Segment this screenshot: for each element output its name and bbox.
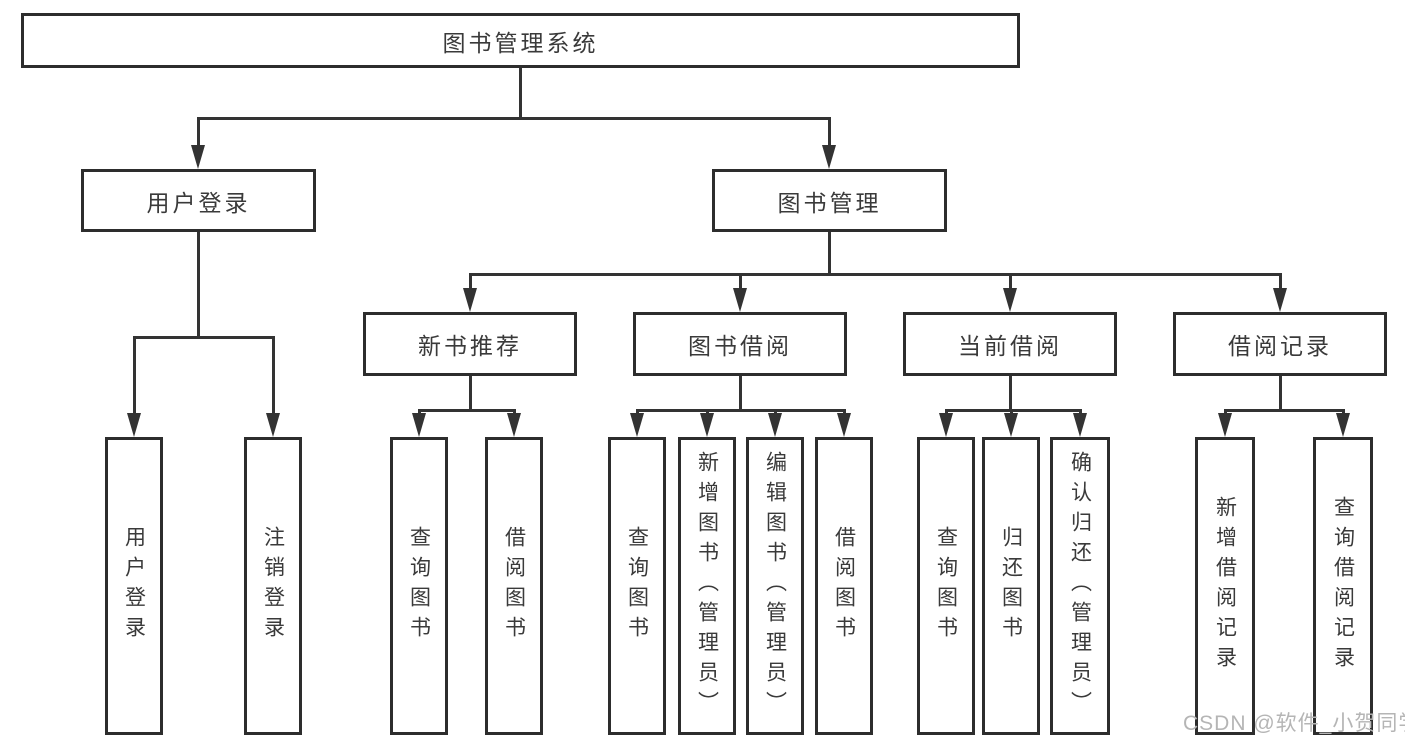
arrow-to-borrowing-records	[1273, 288, 1287, 312]
node-current-borrowing: 当前借阅	[903, 312, 1117, 376]
leaf-current-confirm-return-admin: 确认归还（管理员）	[1050, 437, 1110, 735]
leaf-records-add-record: 新增借阅记录	[1195, 437, 1255, 735]
arrow-to-leaf-user-login	[127, 413, 141, 437]
leaf-user-login-label: 用户登录	[122, 526, 146, 646]
arrow-to-book-borrowing	[733, 288, 747, 312]
node-root: 图书管理系统	[21, 13, 1020, 68]
arrow-to-new-book-recommend	[463, 288, 477, 312]
leaf-records-query-record-label: 查询借阅记录	[1331, 496, 1355, 676]
leaf-borrow-borrow-books-label: 借阅图书	[832, 526, 856, 646]
leaf-current-return-books: 归还图书	[982, 437, 1040, 735]
node-user-login-label: 用户登录	[146, 189, 251, 216]
arrow-to-newrec-borrow	[507, 413, 521, 437]
arrow-to-current-borrowing	[1003, 288, 1017, 312]
leaf-current-confirm-return-admin-label: 确认归还（管理员）	[1068, 451, 1092, 721]
node-new-book-recommend: 新书推荐	[363, 312, 577, 376]
leaf-borrow-query-books-label: 查询图书	[625, 526, 649, 646]
arrow-to-borrow-query	[630, 413, 644, 437]
node-book-management-label: 图书管理	[777, 189, 882, 216]
leaf-current-query-books-label: 查询图书	[934, 526, 958, 646]
arrow-to-borrow-borrow	[837, 413, 851, 437]
connector-borrow-hline	[635, 409, 846, 412]
leaf-records-add-record-label: 新增借阅记录	[1213, 496, 1237, 676]
leaf-newrec-borrow-books-label: 借阅图书	[502, 526, 526, 646]
leaf-borrow-add-books-admin-label: 新增图书（管理员）	[695, 451, 719, 721]
leaf-borrow-edit-books-admin-label: 编辑图书（管理员）	[763, 451, 787, 721]
arrow-to-borrow-edit	[768, 413, 782, 437]
node-user-login: 用户登录	[81, 169, 316, 232]
node-new-book-recommend-label: 新书推荐	[418, 333, 522, 359]
connector-newrec-hline	[417, 409, 516, 412]
connector-root-hline	[196, 117, 831, 120]
leaf-newrec-query-books-label: 查询图书	[407, 526, 431, 646]
arrow-to-book-management	[822, 145, 836, 169]
arrow-to-current-confirm	[1073, 413, 1087, 437]
connector-root-drop-book-management	[827, 117, 831, 147]
connector-bm-drop-4	[1278, 273, 1282, 290]
leaf-current-query-books: 查询图书	[917, 437, 975, 735]
leaf-borrow-edit-books-admin: 编辑图书（管理员）	[746, 437, 804, 735]
connector-user-login-drop-1	[132, 336, 136, 415]
connector-bm-drop-1	[468, 273, 472, 290]
leaf-borrow-add-books-admin: 新增图书（管理员）	[678, 437, 736, 735]
connector-borrow-stem	[738, 376, 742, 409]
arrow-to-current-return	[1004, 413, 1018, 437]
connector-root-drop-user-login	[196, 117, 200, 147]
connector-records-hline	[1223, 409, 1345, 412]
connector-current-stem	[1008, 376, 1012, 409]
connector-records-stem	[1278, 376, 1282, 409]
connector-newrec-stem	[468, 376, 472, 409]
leaf-records-query-record: 查询借阅记录	[1313, 437, 1373, 735]
node-borrowing-records-label: 借阅记录	[1228, 333, 1332, 359]
connector-bm-drop-2	[738, 273, 742, 290]
csdn-watermark: CSDN @软件_小贺同学	[1183, 712, 1405, 735]
arrow-to-newrec-query	[412, 413, 426, 437]
arrow-to-records-query	[1336, 413, 1350, 437]
connector-root-stem	[519, 68, 522, 117]
connector-bm-drop-3	[1008, 273, 1012, 290]
leaf-newrec-borrow-books: 借阅图书	[485, 437, 543, 735]
node-root-label: 图书管理系统	[442, 29, 599, 56]
leaf-logout-label: 注销登录	[261, 526, 285, 646]
connector-book-management-stem	[827, 232, 831, 273]
connector-user-login-stem	[196, 232, 200, 336]
leaf-borrow-borrow-books: 借阅图书	[815, 437, 873, 735]
connector-current-hline	[944, 409, 1082, 412]
node-book-borrowing-label: 图书借阅	[688, 333, 792, 359]
node-current-borrowing-label: 当前借阅	[958, 333, 1062, 359]
leaf-borrow-query-books: 查询图书	[608, 437, 666, 735]
connector-book-management-hline	[468, 273, 1282, 276]
arrow-to-user-login	[191, 145, 205, 169]
node-book-management: 图书管理	[712, 169, 947, 232]
connector-user-login-drop-2	[271, 336, 275, 415]
arrow-to-leaf-logout	[266, 413, 280, 437]
leaf-current-return-books-label: 归还图书	[999, 526, 1023, 646]
node-book-borrowing: 图书借阅	[633, 312, 847, 376]
connector-user-login-hline	[132, 336, 275, 339]
arrow-to-borrow-add	[700, 413, 714, 437]
node-borrowing-records: 借阅记录	[1173, 312, 1387, 376]
leaf-user-login: 用户登录	[105, 437, 163, 735]
arrow-to-records-add	[1218, 413, 1232, 437]
leaf-logout: 注销登录	[244, 437, 302, 735]
arrow-to-current-query	[939, 413, 953, 437]
leaf-newrec-query-books: 查询图书	[390, 437, 448, 735]
